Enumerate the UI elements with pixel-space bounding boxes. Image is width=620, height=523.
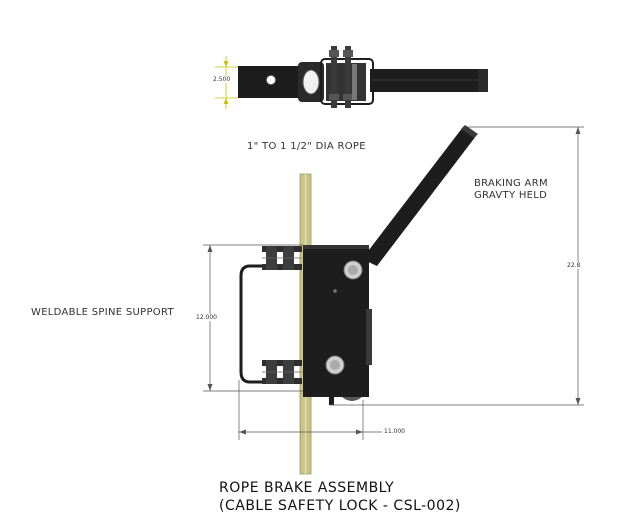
dimension-lines [203, 126, 584, 440]
drawing-title: ROPE BRAKE ASSEMBLY [219, 480, 395, 496]
top-view [215, 46, 488, 109]
front-view [239, 125, 478, 475]
overall-height-dimension: 22.8 [567, 262, 581, 269]
top-height-dimension: 2.500 [213, 76, 231, 83]
rope-diameter-label: 1" TO 1 1/2" DIA ROPE [247, 141, 366, 152]
body-height-dimension: 12.000 [196, 314, 217, 321]
gravity-held-label: GRAVTY HELD [474, 190, 548, 201]
braking-arm-label: BRAKING ARM [474, 178, 548, 189]
spine-support-label: WELDABLE SPINE SUPPORT [31, 307, 174, 318]
drawing-subtitle: (CABLE SAFETY LOCK - CSL-002) [219, 498, 461, 514]
width-dimension: 11.000 [384, 428, 405, 435]
